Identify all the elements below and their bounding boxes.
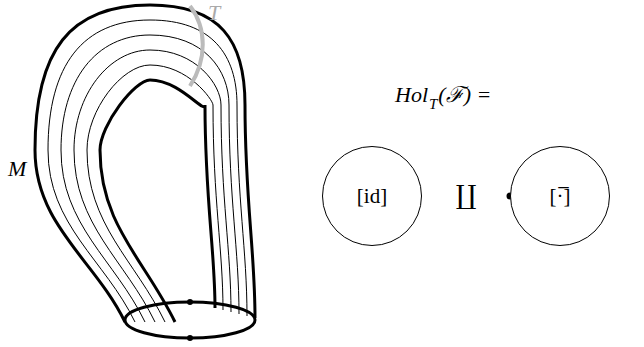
band-boundary (35, 5, 255, 322)
band-bottom-ellipse (125, 302, 255, 338)
leaf-curve (74, 50, 231, 322)
holonomy-label: (ℱ) = (438, 84, 491, 106)
marked-point (187, 335, 193, 341)
subscript-label: T (429, 97, 437, 112)
leaf-curve (61, 35, 239, 322)
node-text: [·̅] (550, 184, 571, 209)
transversal-arc (190, 6, 203, 86)
leaf-curve (48, 20, 247, 322)
holonomy-label: Hol (395, 84, 428, 106)
circle-node: [id] (322, 146, 422, 246)
band-boundary (100, 80, 215, 322)
circle-node: [·̅] (510, 146, 610, 246)
coproduct-symbol: ∐ (456, 183, 477, 209)
leaf-curve (87, 65, 223, 322)
transversal-label: T (208, 2, 220, 24)
node-text: [id] (357, 184, 387, 209)
marked-point (187, 299, 193, 305)
space-label: M (8, 158, 26, 180)
